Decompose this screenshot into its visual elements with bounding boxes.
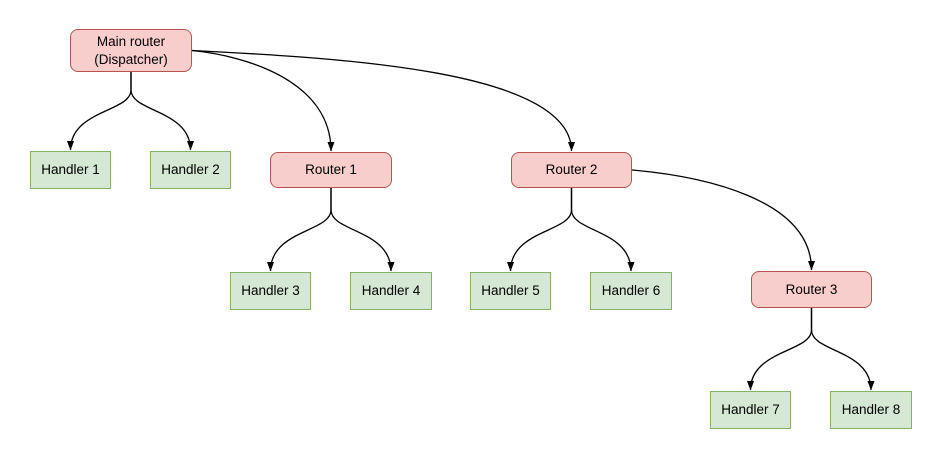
node-router-3: Router 3 — [751, 271, 872, 308]
node-label: Handler 5 — [481, 283, 540, 299]
edge-router-1-to-handler-4 — [330, 188, 395, 272]
node-handler-3: Handler 3 — [230, 272, 311, 310]
node-label: Handler 4 — [361, 283, 421, 299]
node-sublabel: (Dispatcher) — [94, 51, 168, 67]
node-label: Main router — [96, 34, 166, 50]
node-handler-5: Handler 5 — [470, 272, 551, 310]
node-label: Handler 8 — [841, 402, 901, 418]
edge-main-router-to-router-2 — [191, 49, 576, 152]
node-label: Router 3 — [785, 281, 838, 297]
node-handler-6: Handler 6 — [590, 272, 672, 310]
node-label: Handler 3 — [241, 283, 300, 299]
node-label: Router 2 — [545, 162, 598, 178]
edge-router-3-to-handler-8 — [810, 308, 875, 391]
node-handler-7: Handler 7 — [710, 391, 791, 429]
node-handler-2: Handler 2 — [150, 151, 231, 189]
edge-router-1-to-handler-3 — [266, 188, 332, 272]
node-label: Handler 2 — [161, 162, 220, 178]
edge-router-3-to-handler-7 — [746, 308, 813, 391]
edge-main-router-to-handler-1 — [66, 71, 132, 151]
edge-main-router-to-router-1 — [191, 49, 335, 152]
node-handler-4: Handler 4 — [350, 272, 432, 310]
edge-group — [66, 49, 875, 391]
edge-router-2-to-router-3 — [631, 169, 816, 271]
edge-router-2-to-handler-6 — [570, 188, 635, 272]
node-label: Handler 1 — [41, 162, 100, 178]
node-handler-8: Handler 8 — [830, 391, 912, 429]
edge-main-router-to-handler-2 — [130, 71, 195, 151]
node-main-router: Main router(Dispatcher) — [70, 29, 192, 72]
edge-router-2-to-handler-5 — [506, 188, 573, 272]
node-handler-1: Handler 1 — [30, 151, 111, 189]
node-label: Router 1 — [305, 162, 357, 178]
node-router-2: Router 2 — [511, 152, 632, 188]
node-router-1: Router 1 — [270, 152, 392, 188]
node-label: Handler 6 — [601, 283, 661, 299]
node-label: Handler 7 — [721, 402, 780, 418]
